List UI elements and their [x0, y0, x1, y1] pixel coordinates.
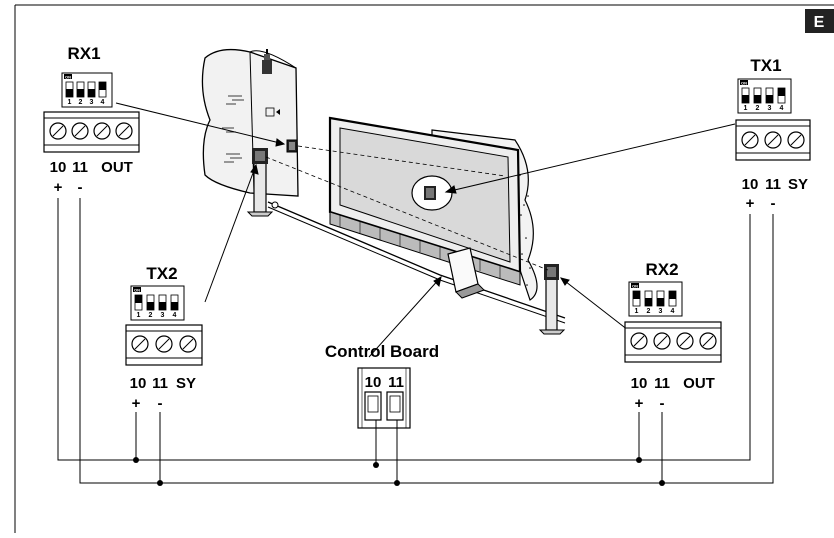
control-board-terminal-11: 11	[388, 374, 404, 391]
gate-scene-illustration	[201, 48, 566, 335]
control-board: Control Board 10 11	[325, 342, 439, 429]
tx2-panel: TX2 ON 1 2 3 4 10 11 SY	[125, 264, 203, 412]
control-board-title: Control Board	[325, 342, 439, 361]
tx1-dip-switch: ON 1 2 3 4	[737, 78, 792, 114]
tx1-title: TX1	[750, 56, 781, 75]
rx2-dip-num-2: 2	[647, 308, 651, 315]
rx2-terminal-11: 11	[654, 375, 670, 392]
rx1-panel: RX1 ON 1 2 3 4 10 11	[43, 44, 140, 196]
tx2-terminal-10: 10	[130, 375, 147, 392]
tx2-dip-num-1: 1	[137, 312, 141, 319]
tx2-dip-num-4: 4	[173, 312, 177, 319]
pointer-arrows	[115, 102, 736, 358]
rx2-dip-switch: ON 1 2 3 4	[628, 281, 683, 317]
rx1-dip-on: ON	[65, 75, 71, 80]
rx2-polarity-plus: +	[635, 395, 644, 412]
rx2-terminal-10: 10	[631, 375, 648, 392]
tx1-dip-num-4: 4	[780, 105, 784, 112]
rx2-dip-num-4: 4	[671, 308, 675, 315]
rx2-dip-on: ON	[632, 284, 638, 289]
rx2-terminal-out: OUT	[683, 375, 715, 392]
rx2-terminal-block	[624, 321, 722, 363]
rx1-polarity-plus: +	[54, 179, 63, 196]
wiring-lines	[57, 198, 774, 484]
rx2-dip-num-1: 1	[635, 308, 639, 315]
tx1-terminal-10: 10	[742, 176, 759, 193]
rx1-terminal-out: OUT	[101, 159, 133, 176]
rx1-dip-switch: ON 1 2 3 4	[61, 72, 113, 108]
tx1-polarity-plus: +	[746, 195, 755, 212]
rx1-title: RX1	[67, 44, 100, 63]
rx1-dip-num-3: 3	[90, 99, 94, 106]
tx2-terminal-sy: SY	[176, 375, 196, 392]
tx2-title: TX2	[146, 264, 177, 283]
rx1-dip-num-4: 4	[101, 99, 105, 106]
wiring-junctions	[133, 457, 665, 486]
tx1-panel: TX1 ON 1 2 3 4 10 11 SY	[735, 56, 811, 212]
tx1-terminal-sy: SY	[788, 176, 808, 193]
tx2-dip-num-3: 3	[161, 312, 165, 319]
page-frame	[14, 4, 834, 533]
page-badge: E	[805, 9, 834, 33]
tx1-terminal-block	[735, 119, 811, 161]
tx1-dip-num-2: 2	[756, 105, 760, 112]
rx2-title: RX2	[645, 260, 678, 279]
control-board-terminal-10: 10	[365, 374, 382, 391]
tx2-dip-on: ON	[134, 288, 140, 293]
rx1-polarity-minus: -	[78, 179, 83, 196]
rx1-dip-num-1: 1	[68, 99, 72, 106]
tx1-polarity-minus: -	[771, 195, 776, 212]
tx1-terminal-11: 11	[765, 176, 781, 193]
tx1-dip-num-3: 3	[768, 105, 772, 112]
tx2-dip-switch: ON 1 2 3 4	[130, 285, 185, 321]
tx2-terminal-block	[125, 324, 203, 366]
tx2-dip-num-2: 2	[149, 312, 153, 319]
tx2-terminal-11: 11	[152, 375, 168, 392]
tx2-polarity-plus: +	[132, 395, 141, 412]
tx1-dip-num-1: 1	[744, 105, 748, 112]
tx1-dip-on: ON	[741, 81, 747, 86]
rx1-terminal-10: 10	[50, 159, 67, 176]
rx2-panel: RX2 ON 1 2 3 4 10 11	[624, 260, 722, 412]
tx2-polarity-minus: -	[158, 395, 163, 412]
rx1-dip-num-2: 2	[79, 99, 83, 106]
rx2-dip-num-3: 3	[659, 308, 663, 315]
rx1-terminal-block	[43, 111, 140, 153]
page-badge-label: E	[814, 14, 825, 31]
rx1-terminal-11: 11	[72, 159, 88, 176]
rx2-polarity-minus: -	[660, 395, 665, 412]
